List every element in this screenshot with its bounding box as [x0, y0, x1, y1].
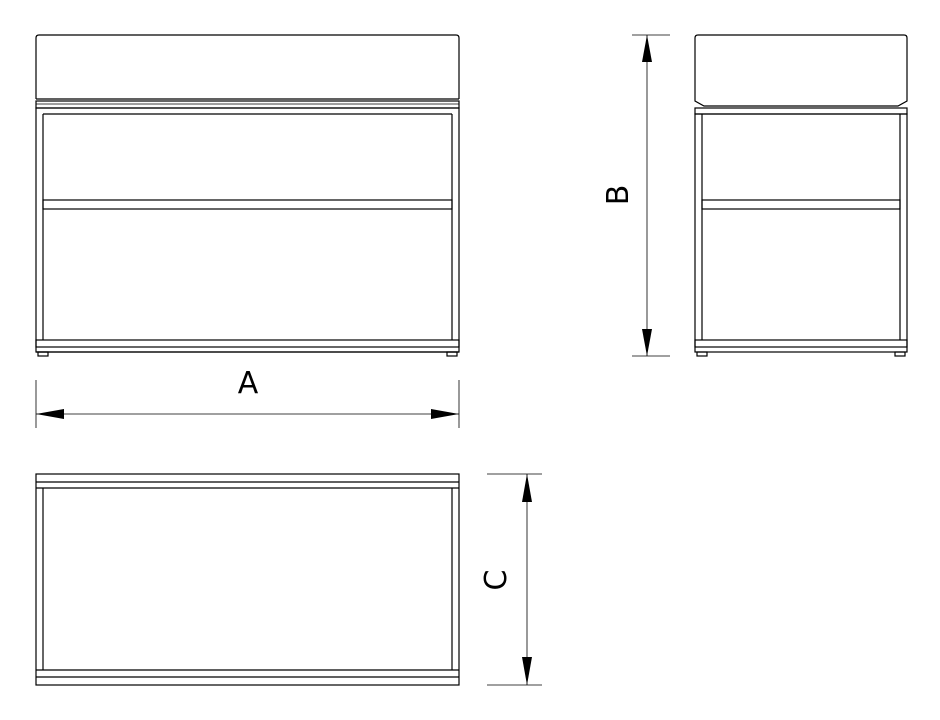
dimension-b-label: B	[601, 185, 636, 206]
dimension-b: B	[601, 34, 670, 357]
front-bottom-rail	[35, 339, 460, 348]
dimension-a: A	[35, 366, 460, 428]
side-top-rail	[694, 107, 908, 115]
side-bottom-rail	[694, 339, 908, 348]
dimension-c: C	[479, 473, 542, 686]
side-view	[694, 34, 908, 357]
front-view	[35, 34, 460, 357]
dim-a-arrow-right	[431, 409, 459, 419]
dim-c-arrow-top	[522, 474, 532, 502]
side-left-foot	[696, 351, 708, 357]
top-outer	[35, 473, 460, 686]
dim-a-arrow-left	[36, 409, 64, 419]
front-right-foot	[446, 351, 458, 357]
side-frame	[694, 113, 908, 353]
side-worktop	[694, 34, 908, 107]
front-worktop	[35, 34, 460, 99]
dim-b-arrow-bottom	[642, 329, 652, 356]
front-left-foot	[37, 351, 49, 357]
front-shelf	[42, 199, 453, 210]
side-right-foot	[894, 351, 906, 357]
dimension-a-label: A	[238, 366, 259, 401]
dimension-c-label: C	[479, 570, 514, 591]
front-frame	[35, 107, 460, 353]
side-shelf	[701, 199, 901, 210]
dim-c-arrow-bottom	[522, 657, 532, 685]
top-view	[35, 473, 460, 686]
dim-b-arrow-top	[642, 35, 652, 62]
front-top-rail	[35, 100, 460, 109]
